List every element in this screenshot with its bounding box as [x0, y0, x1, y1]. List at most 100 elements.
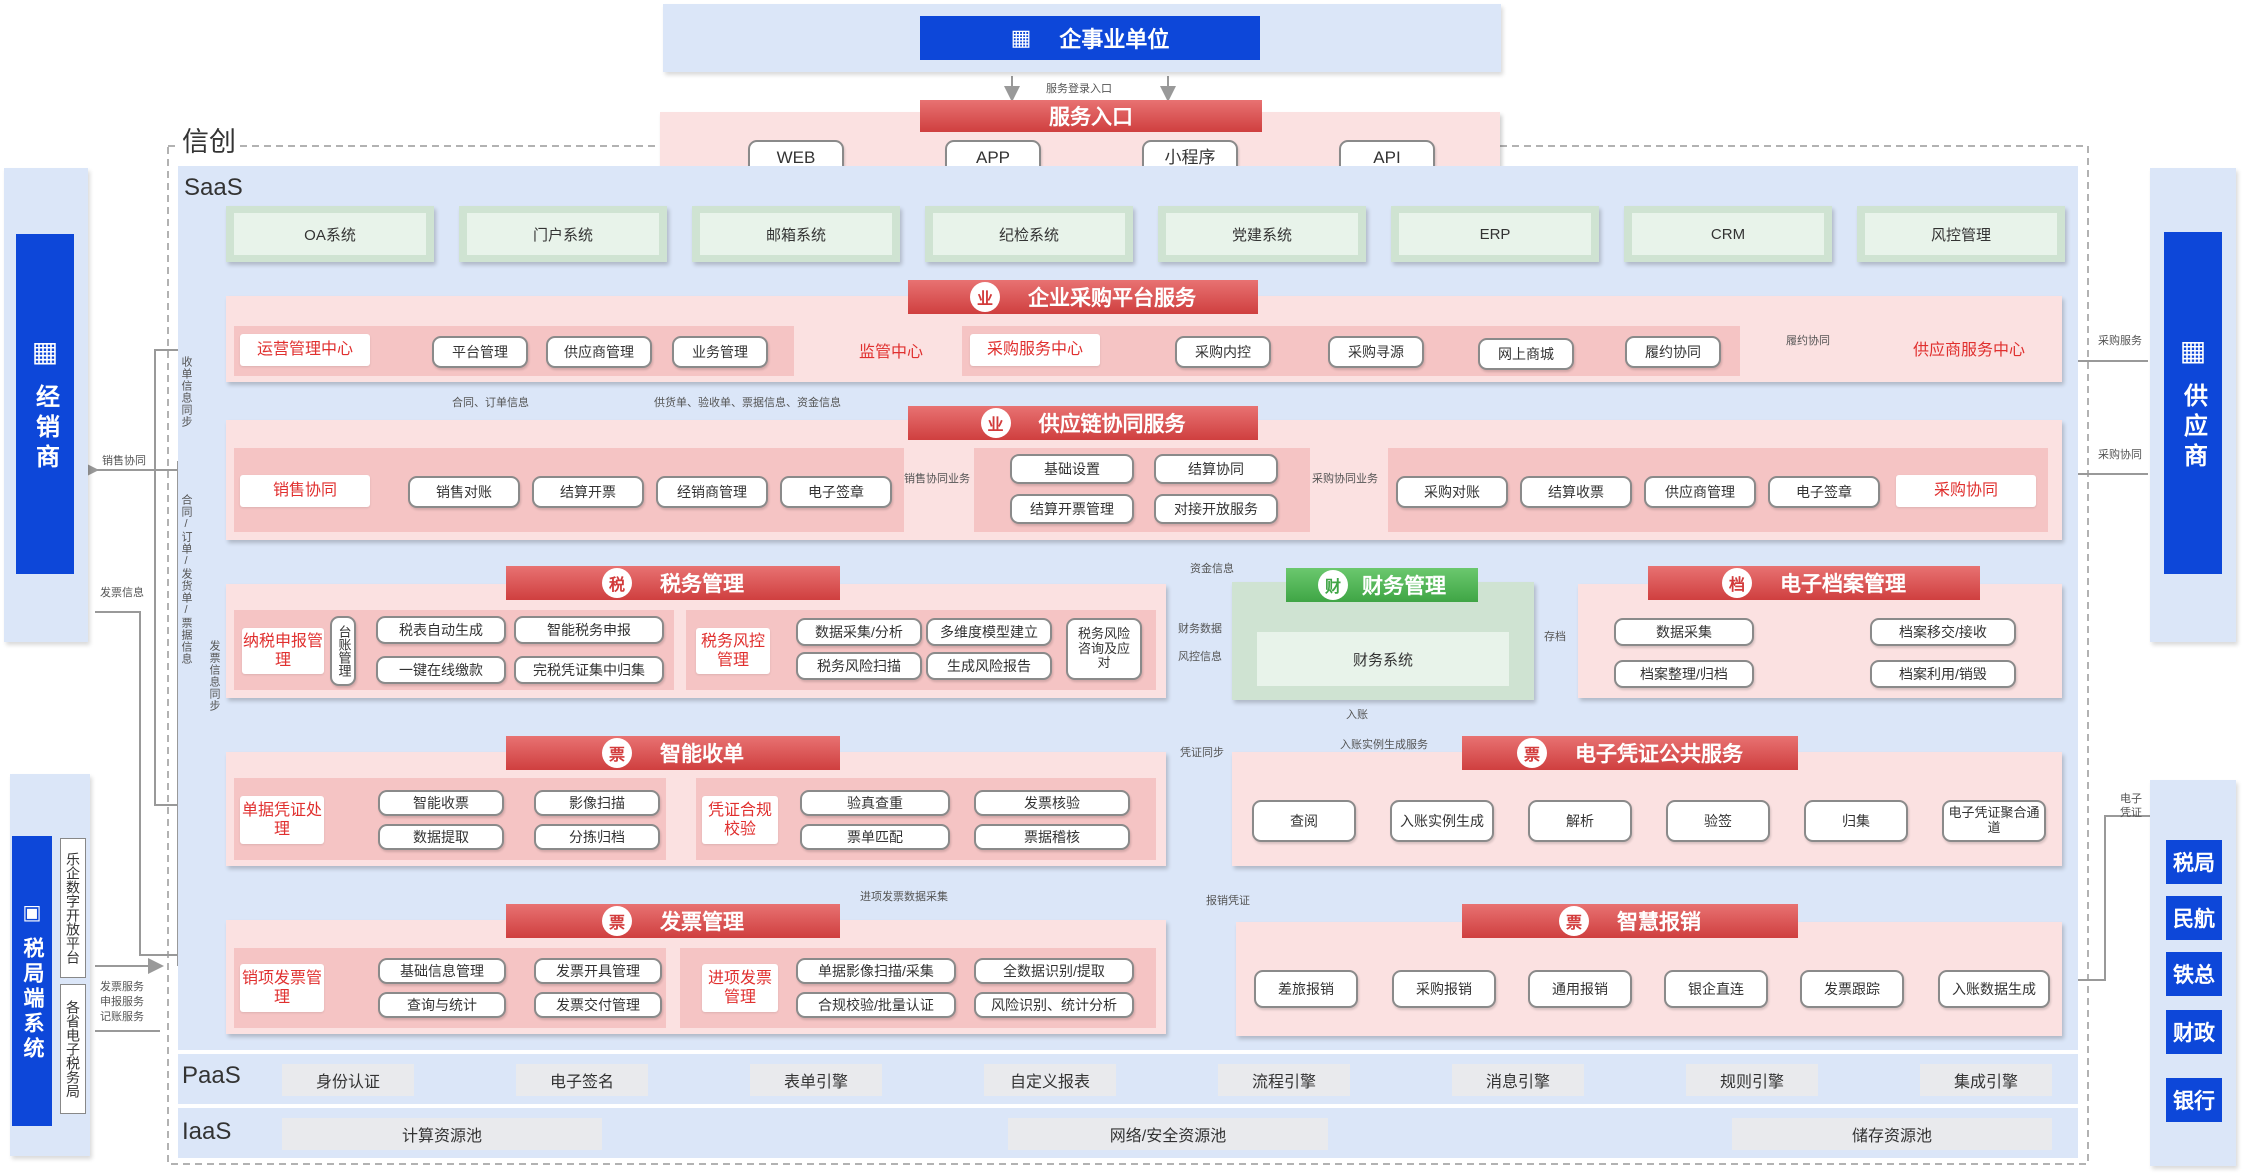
purchase-item-control[interactable]: 采购内控: [1175, 336, 1271, 368]
doc-item-receive[interactable]: 智能收票: [378, 790, 504, 816]
verify-item-audit[interactable]: 票据稽核: [974, 824, 1130, 850]
pc-item-supplier[interactable]: 供应商管理: [1644, 476, 1756, 508]
flow-e-voucher: 电子凭证: [2120, 793, 2142, 820]
middle-item-settle[interactable]: 结算协同: [1154, 454, 1278, 484]
expense-item-bank[interactable]: 银企直连: [1664, 970, 1768, 1008]
iaas-compute[interactable]: 计算资源池: [282, 1118, 602, 1150]
archive-item-use[interactable]: 档案利用/销毁: [1870, 660, 2016, 688]
tax-consult[interactable]: 税务风险咨询及应对: [1066, 618, 1142, 680]
verify-item-match[interactable]: 票单匹配: [800, 824, 950, 850]
sales-item-dealer[interactable]: 经销商管理: [656, 476, 768, 508]
risk-item-collect[interactable]: 数据采集/分析: [796, 618, 922, 646]
inv-sales-issue[interactable]: 发票开具管理: [534, 958, 662, 984]
sales-item-reconcile[interactable]: 销售对账: [408, 476, 520, 508]
expense-item-booking[interactable]: 入账数据生成: [1938, 970, 2050, 1008]
doc-item-extract[interactable]: 数据提取: [378, 824, 504, 850]
paas-report[interactable]: 自定义报表: [984, 1064, 1116, 1096]
paas-auth[interactable]: 身份认证: [282, 1064, 414, 1096]
paas-flow[interactable]: 流程引擎: [1218, 1064, 1350, 1096]
middle-item-basic[interactable]: 基础设置: [1010, 454, 1134, 484]
ticket-badge-icon: 票: [1559, 906, 1589, 936]
pc-item-receive[interactable]: 结算收票: [1520, 476, 1632, 508]
purchase-item-mall[interactable]: 网上商城: [1478, 338, 1574, 370]
inv-sales-query[interactable]: 查询与统计: [378, 992, 506, 1018]
voucher-item-verify[interactable]: 验签: [1666, 800, 1770, 842]
expense-item-track[interactable]: 发票跟踪: [1800, 970, 1904, 1008]
system-discipline[interactable]: 纪检系统: [925, 206, 1133, 262]
tax-item-pay[interactable]: 一键在线缴款: [376, 656, 506, 684]
inst-bank[interactable]: 银行: [2166, 1078, 2222, 1122]
voucher-item-channel[interactable]: 电子凭证聚合通道: [1942, 800, 2046, 842]
paas-integration[interactable]: 集成引擎: [1920, 1064, 2052, 1096]
voucher-item-collect[interactable]: 归集: [1804, 800, 1908, 842]
inv-input-extract[interactable]: 全数据识别/提取: [974, 958, 1134, 984]
archive-item-transfer[interactable]: 档案移交/接收: [1870, 618, 2016, 646]
expense-item-general[interactable]: 通用报销: [1528, 970, 1632, 1008]
inv-sales-basic[interactable]: 基础信息管理: [378, 958, 506, 984]
platform-leqi[interactable]: 乐企数字开放平台: [60, 838, 86, 978]
system-erp[interactable]: ERP: [1391, 206, 1599, 262]
system-risk[interactable]: 风控管理: [1857, 206, 2065, 262]
verify-item-invoice[interactable]: 发票核验: [974, 790, 1130, 816]
ops-item-supplier[interactable]: 供应商管理: [546, 336, 652, 368]
flow-risk-info: 风控信息: [1178, 651, 1222, 663]
dealer-box[interactable]: ▦ 经销商: [16, 234, 74, 574]
paas-message[interactable]: 消息引擎: [1452, 1064, 1584, 1096]
ops-item-platform[interactable]: 平台管理: [432, 336, 528, 368]
expense-item-purchase[interactable]: 采购报销: [1392, 970, 1496, 1008]
iaas-network[interactable]: 网络/安全资源池: [1008, 1118, 1328, 1150]
middle-item-open[interactable]: 对接开放服务: [1154, 494, 1278, 524]
archive-item-collect[interactable]: 数据采集: [1614, 618, 1754, 646]
system-party[interactable]: 党建系统: [1158, 206, 1366, 262]
inv-input-auth[interactable]: 合规校验/批量认证: [796, 992, 956, 1018]
system-oa[interactable]: OA系统: [226, 206, 434, 262]
purchase-item-fulfil[interactable]: 履约协同: [1625, 336, 1721, 368]
doc-item-scan[interactable]: 影像扫描: [534, 790, 660, 816]
expense-item-travel[interactable]: 差旅报销: [1254, 970, 1358, 1008]
paas-form[interactable]: 表单引擎: [750, 1064, 882, 1096]
system-crm[interactable]: CRM: [1624, 206, 1832, 262]
invoice-input-label: 进项发票管理: [702, 964, 778, 1012]
purchase-item-sourcing[interactable]: 采购寻源: [1328, 336, 1424, 368]
risk-item-model[interactable]: 多维度模型建立: [926, 618, 1052, 646]
paas-rule[interactable]: 规则引擎: [1686, 1064, 1818, 1096]
pc-item-reconcile[interactable]: 采购对账: [1396, 476, 1508, 508]
finance-system[interactable]: 财务系统: [1257, 632, 1509, 686]
inst-aviation[interactable]: 民航: [2166, 896, 2222, 940]
doc-item-archive[interactable]: 分拣归档: [534, 824, 660, 850]
verify-item-check[interactable]: 验真查重: [800, 790, 950, 816]
supervision-center[interactable]: 监管中心: [858, 344, 923, 361]
ops-item-business[interactable]: 业务管理: [672, 336, 768, 368]
platform-etax[interactable]: 各省电子税务局: [60, 984, 86, 1114]
inst-tax[interactable]: 税局: [2166, 840, 2222, 884]
middle-item-billing-mgmt[interactable]: 结算开票管理: [1010, 494, 1134, 524]
pc-item-esign[interactable]: 电子签章: [1768, 476, 1880, 508]
flow-fund-info: 资金信息: [1190, 563, 1234, 575]
voucher-title: 票电子凭证公共服务: [1462, 736, 1798, 770]
risk-item-scan[interactable]: 税务风险扫描: [796, 652, 922, 680]
purchase-collab-label: 采购协同: [1896, 475, 2036, 507]
inv-input-risk[interactable]: 风险识别、统计分析: [974, 992, 1134, 1018]
system-portal[interactable]: 门户系统: [459, 206, 667, 262]
system-mail[interactable]: 邮箱系统: [692, 206, 900, 262]
paas-esign[interactable]: 电子签名: [516, 1064, 648, 1096]
iaas-storage[interactable]: 储存资源池: [1732, 1118, 2052, 1150]
tax-item-collect[interactable]: 完税凭证集中归集: [514, 656, 664, 684]
voucher-item-view[interactable]: 查阅: [1252, 800, 1356, 842]
risk-item-report[interactable]: 生成风险报告: [926, 652, 1052, 680]
enterprise-button[interactable]: ▦ 企事业单位: [920, 16, 1260, 60]
supplier-box[interactable]: ▦ 供应商: [2164, 232, 2222, 574]
tax-item-declare[interactable]: 智能税务申报: [514, 616, 664, 644]
inv-sales-deliver[interactable]: 发票交付管理: [534, 992, 662, 1018]
inst-finance[interactable]: 财政: [2166, 1010, 2222, 1054]
tax-item-auto[interactable]: 税表自动生成: [376, 616, 506, 644]
sales-item-billing[interactable]: 结算开票: [532, 476, 644, 508]
inst-railway[interactable]: 铁总: [2166, 952, 2222, 996]
tax-ledger[interactable]: 台账管理: [330, 616, 356, 686]
sales-item-esign[interactable]: 电子签章: [780, 476, 892, 508]
voucher-item-booking[interactable]: 入账实例生成: [1390, 800, 1494, 842]
inv-input-scan[interactable]: 单据影像扫描/采集: [796, 958, 956, 984]
voucher-item-parse[interactable]: 解析: [1528, 800, 1632, 842]
tax-system-box[interactable]: ▣ 税局端系统: [12, 836, 52, 1126]
archive-item-organize[interactable]: 档案整理/归档: [1614, 660, 1754, 688]
